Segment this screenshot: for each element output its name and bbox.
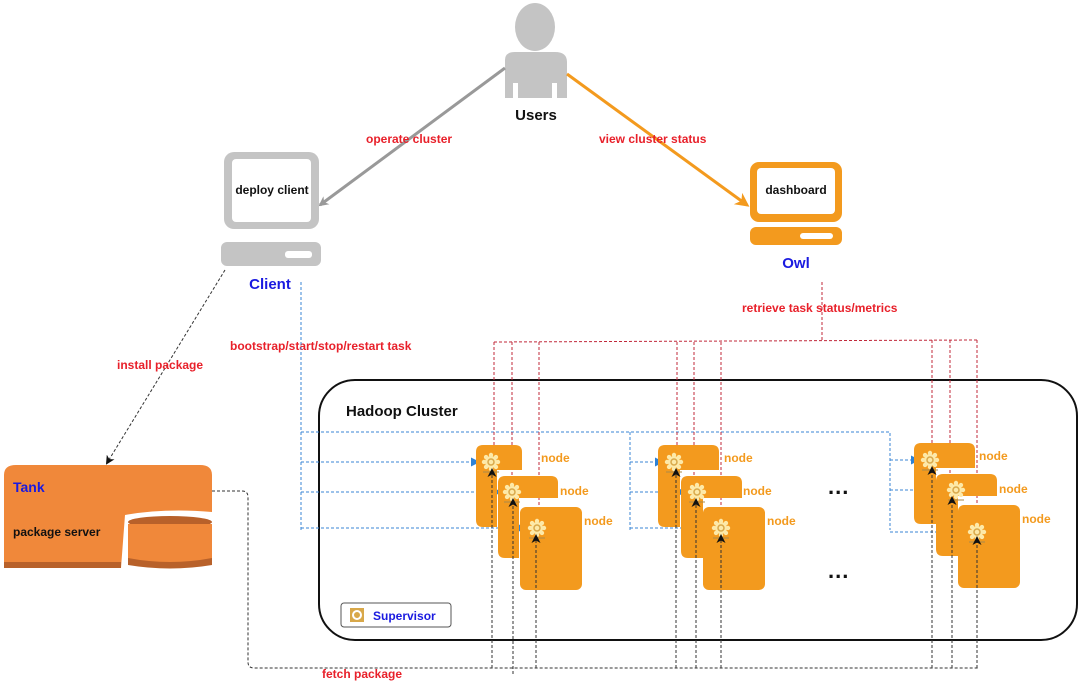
owl-name: Owl [782, 255, 810, 272]
users-icon [505, 3, 567, 98]
tank-subtitle: package server [13, 525, 101, 539]
view-cluster-status-edge [566, 72, 750, 207]
supervisor-gear-icon [711, 518, 731, 539]
more-nodes-ellipsis: ... [828, 558, 849, 583]
bootstrap-label: bootstrap/start/stop/restart task [230, 339, 412, 353]
tank-name: Tank [13, 479, 45, 495]
owl-dashboard-icon[interactable] [750, 162, 842, 245]
tank-package-server-icon[interactable] [4, 465, 212, 569]
node-label: node [1022, 512, 1051, 526]
fetch-package-edges [212, 466, 982, 674]
node-label: node [584, 514, 613, 528]
node-label: node [724, 451, 753, 465]
node-label: node [743, 484, 772, 498]
supervisor-legend-label: Supervisor [373, 609, 436, 623]
node-label: node [541, 451, 570, 465]
fetch-package-label: fetch package [322, 667, 402, 681]
operate-cluster-edge [318, 66, 506, 207]
supervisor-legend: Supervisor [340, 602, 452, 628]
node-label: node [979, 449, 1008, 463]
install-package-edge [105, 269, 226, 465]
view-cluster-status-label: view cluster status [599, 132, 707, 146]
client-name: Client [249, 276, 291, 293]
node-label: node [767, 514, 796, 528]
node-label: node [999, 482, 1028, 496]
node-label: node [560, 484, 589, 498]
owl-screen-label: dashboard [765, 183, 826, 197]
client-screen-label: deploy client [235, 183, 308, 197]
install-package-label: install package [117, 358, 203, 372]
client-computer-icon[interactable] [221, 152, 321, 266]
hadoop-cluster-title: Hadoop Cluster [346, 403, 458, 420]
more-nodes-ellipsis: ... [828, 474, 849, 499]
operate-cluster-label: operate cluster [366, 132, 452, 146]
users-label: Users [515, 107, 557, 124]
hadoop-cluster-container [318, 379, 1078, 641]
retrieve-label: retrieve task status/metrics [742, 301, 898, 315]
